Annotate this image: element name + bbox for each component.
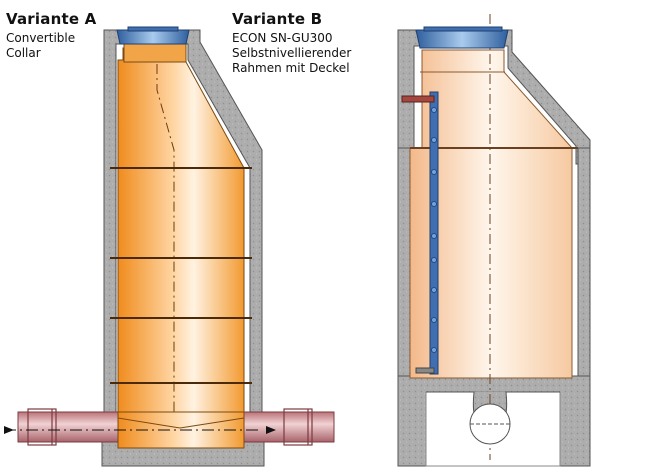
variant-a-title: Variante A (6, 10, 97, 28)
variant-a-description-line: Convertible (6, 31, 76, 45)
variant-a-ring-joints (110, 167, 252, 384)
variant-b-title: Variante B (232, 10, 323, 28)
variant-b-ladder (429, 91, 439, 375)
variant-b-concrete-right-wall (577, 147, 591, 377)
flow-arrow-icon (4, 426, 14, 434)
variant-b-shaft (397, 14, 591, 467)
variant-a-shaft (4, 26, 335, 467)
variant-a-description: Convertible Collar (6, 31, 75, 61)
variant-b-description-line: ECON SN-GU300 (232, 31, 333, 45)
variant-b-cover (415, 29, 509, 49)
variant-b-concrete-left-wall (397, 147, 411, 377)
variant-a-collar (123, 43, 187, 63)
variant-a-description-line: Collar (6, 46, 41, 60)
variant-b-description: ECON SN-GU300 Selbstnivellierender Rahme… (232, 31, 351, 76)
variant-a-cover (116, 29, 190, 45)
variant-b-ladder-rungs (431, 107, 437, 353)
flow-arrow-icon (266, 426, 276, 434)
variant-b-description-line: Rahmen mit Deckel (232, 61, 350, 75)
variant-b-description-line: Selbstnivellierender (232, 46, 352, 60)
